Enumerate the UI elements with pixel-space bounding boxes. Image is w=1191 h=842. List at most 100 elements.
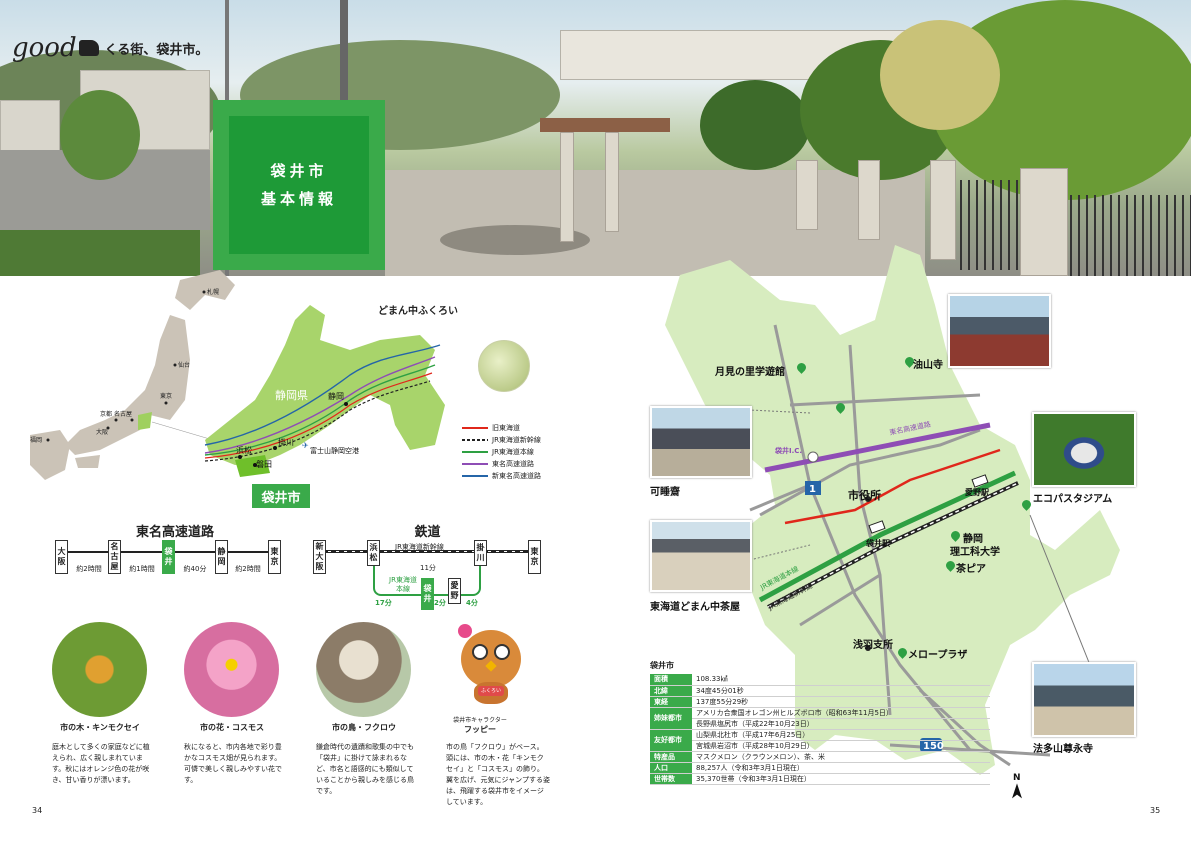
title-box: 袋井市 基本情報 bbox=[213, 100, 385, 270]
honsen-label: JR東海道本線 bbox=[389, 576, 417, 593]
stop-fukuroi-rail: 袋井 bbox=[421, 578, 434, 610]
title-line-2: 基本情報 bbox=[260, 190, 337, 208]
city-sendai: 仙台 bbox=[178, 361, 190, 369]
airplane-icon: ✈ bbox=[302, 441, 309, 450]
place-asaba-branch: 浅羽支所 bbox=[853, 640, 893, 651]
kasuisai-photo bbox=[650, 406, 752, 478]
symbol-caption: 市の花・コスモス bbox=[200, 723, 264, 732]
time-11: 11分 bbox=[420, 564, 436, 572]
stop-hamamatsu: 浜松 bbox=[367, 540, 380, 566]
place-melon-plaza: メロープラザ bbox=[908, 650, 968, 661]
stop-fukuroi: 袋井 bbox=[162, 540, 175, 574]
cosmos-image bbox=[184, 622, 279, 717]
place-fukuroi-station: 袋井駅 bbox=[866, 539, 890, 548]
expressway-title: 東名高速道路 bbox=[135, 525, 214, 540]
table-row: 特産品マスクメロン（クラウンメロン）、茶、米 bbox=[650, 751, 990, 763]
stop-shizuoka: 静岡 bbox=[215, 540, 228, 574]
tagline-good: good bbox=[12, 33, 77, 63]
fuppy-mascot-image: ふくろい bbox=[456, 622, 526, 710]
city-sapporo: 札幌 bbox=[207, 288, 219, 296]
city-kyoto: 京都 bbox=[100, 410, 112, 418]
shizuoka-title: どまん中ふくろい bbox=[378, 306, 458, 317]
fukuroi-highlight: 袋井市 bbox=[252, 484, 310, 508]
place-ecopa: エコパスタジアム bbox=[1033, 494, 1113, 505]
tagline: good くる街、袋井市。 bbox=[12, 28, 208, 68]
melon-image bbox=[478, 340, 530, 392]
route-1: 1 bbox=[809, 484, 816, 495]
legend-item: JR東海道新幹線 bbox=[492, 436, 541, 444]
stop-tokyo-rail: 東京 bbox=[528, 540, 541, 574]
hattasan-photo bbox=[1032, 662, 1136, 737]
place-hattasan: 法多山尊永寺 bbox=[1033, 744, 1093, 755]
city-kakegawa: 掛川 bbox=[278, 437, 294, 447]
thumbs-up-icon bbox=[78, 40, 99, 56]
page-number-left: 34 bbox=[32, 806, 43, 815]
legend-item: 旧東海道 bbox=[492, 424, 520, 432]
city-shizuoka: 静岡 bbox=[328, 391, 344, 401]
legend-item: 東名高速道路 bbox=[492, 460, 534, 468]
osmanthus-image bbox=[52, 622, 147, 717]
area-map: 1 150 東名高速道路 袋井I.C. JR東海道本線 JR東海道新幹線 N bbox=[665, 245, 1120, 799]
time-4: 4分 bbox=[466, 599, 478, 607]
place-yusanji: 油山寺 bbox=[913, 360, 943, 371]
place-chapia: 茶ピア bbox=[956, 564, 986, 575]
city-osaka: 大阪 bbox=[96, 428, 108, 436]
time-label: 約2時間 bbox=[76, 565, 102, 573]
airport-label: 富士山静岡空港 bbox=[310, 446, 359, 455]
stop-tokyo: 東京 bbox=[268, 540, 281, 574]
place-aino-station: 愛野駅 bbox=[965, 488, 989, 497]
place-tsukimi: 月見の里学遊館 bbox=[715, 367, 785, 378]
yusanji-photo bbox=[948, 294, 1051, 368]
time-17: 17分 bbox=[375, 599, 392, 607]
title-line-1: 袋井市 bbox=[270, 162, 328, 180]
map-legend: 旧東海道 JR東海道新幹線 JR東海道本線 東名高速道路 新東名高速道路 bbox=[462, 422, 541, 482]
shizuoka-map: 静岡県 静岡 浜松 掛川 磐田 富士山静岡空港 ✈ bbox=[204, 305, 445, 477]
place-kasuisai: 可睡齋 bbox=[650, 487, 680, 498]
symbol-desc: 庭木として多くの家庭などに植えられ、広く親しまれています。秋にはオレンジ色の花が… bbox=[52, 743, 150, 784]
time-label: 約2時間 bbox=[235, 565, 261, 573]
stop-kakegawa: 掛川 bbox=[474, 540, 487, 566]
japan-map: 札幌 仙台 東京 名古屋 京都 大阪 福岡 bbox=[30, 270, 235, 480]
shinkansen-label: JR東海道新幹線 bbox=[395, 543, 444, 551]
city-hamamatsu: 浜松 bbox=[236, 445, 252, 455]
symbol-desc: 秋になると、市内各地で彩り豊かなコスモス畑が見られます。可憐で美しく親しみやすい… bbox=[184, 743, 282, 784]
place-domannaka-chaya: 東海道どまん中茶屋 bbox=[650, 602, 740, 613]
time-2: 2分 bbox=[434, 599, 446, 607]
table-row: 友好都市山梨県北杜市（平成17年6月25日） bbox=[650, 729, 990, 752]
city-tokyo: 東京 bbox=[160, 392, 172, 400]
place-city-hall: 市役所 bbox=[848, 489, 881, 502]
stop-aino: 愛野 bbox=[448, 578, 461, 604]
city-nagoya: 名古屋 bbox=[114, 410, 132, 418]
symbol-caption: フッピー bbox=[464, 725, 496, 734]
legend-item: JR東海道本線 bbox=[492, 448, 534, 456]
time-label: 約40分 bbox=[183, 565, 207, 573]
table-row: 長野県塩尻市（平成22年10月23日） bbox=[650, 718, 990, 730]
tagline-text: くる街、袋井市。 bbox=[104, 42, 209, 58]
legend-item: 新東名高速道路 bbox=[492, 472, 541, 480]
symbol-caption: 市の木・キンモクセイ bbox=[60, 723, 140, 732]
chaya-photo bbox=[650, 520, 752, 592]
city-iwata: 磐田 bbox=[256, 459, 272, 469]
table-row: 宮城県岩沼市（平成28年10月29日） bbox=[650, 740, 990, 752]
facts-title: 袋井市 bbox=[650, 661, 674, 670]
symbol-desc: 鎌倉時代の遺蹟和歌集の中でも「袋井」に掛けて詠まれるなど、市名と語感的にも類似し… bbox=[316, 743, 414, 795]
stop-osaka: 大阪 bbox=[55, 540, 68, 574]
place-shizuoka-rikoka-2: 理工科大学 bbox=[950, 547, 1000, 558]
railway-title: 鉄道 bbox=[414, 525, 441, 540]
time-label: 約1時間 bbox=[129, 565, 155, 573]
symbol-subcaption: 袋井市キャラクター bbox=[453, 717, 507, 724]
north-label: N bbox=[1013, 773, 1021, 783]
symbol-desc: 市の鳥「フクロウ」がベース。頭には、市の木・花「キンモクセイ」と「コスモス」の飾… bbox=[446, 743, 550, 806]
symbol-caption: 市の鳥・フクロウ bbox=[332, 723, 396, 732]
owl-image bbox=[316, 622, 411, 717]
city-fukuoka: 福岡 bbox=[30, 436, 42, 444]
stop-nagoya: 名古屋 bbox=[108, 540, 121, 574]
hero-photo bbox=[0, 0, 1191, 276]
page-number-right: 35 bbox=[1150, 806, 1161, 815]
